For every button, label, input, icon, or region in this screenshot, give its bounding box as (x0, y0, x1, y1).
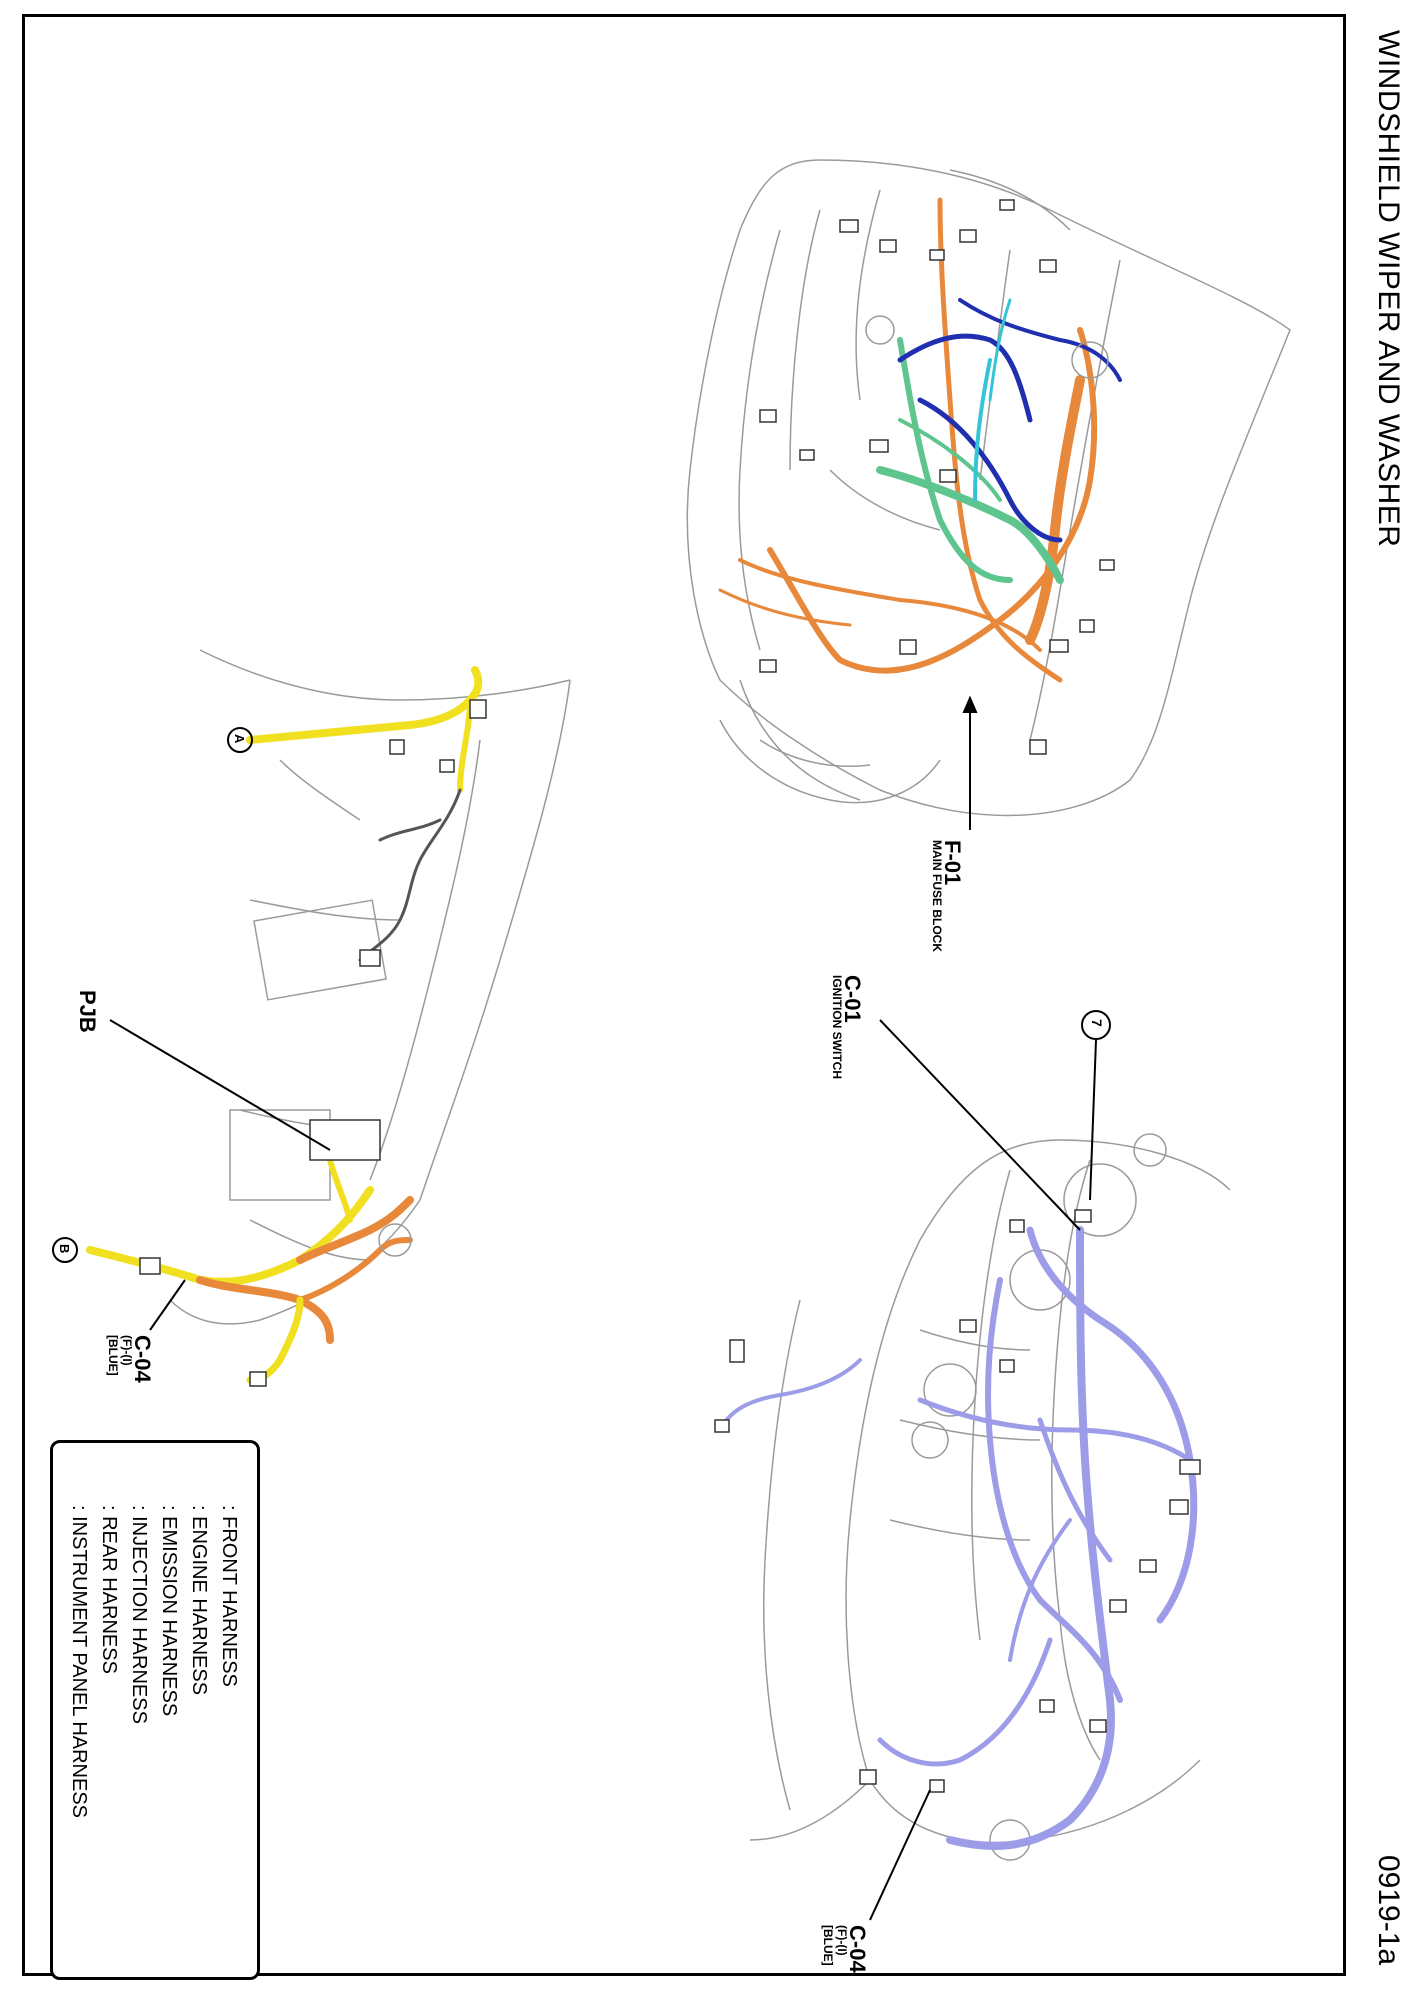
rear-leaders (52, 727, 331, 1331)
ref-a-label: A (232, 734, 247, 744)
c04-right-sub2: [BLUE] (821, 1925, 835, 1966)
engine-compartment-view (686, 159, 1291, 817)
ip-connectors (714, 1209, 1201, 1793)
legend-label-4: : REAR HARNESS (98, 1505, 120, 1674)
page-id: 0919-1a (1372, 1855, 1405, 1966)
ref-circle-a (227, 727, 253, 753)
engine-connectors (759, 199, 1115, 755)
legend-label-1: : ENGINE HARNESS (188, 1505, 210, 1696)
ref-7-label: 7 (1089, 1019, 1105, 1027)
ref-b-label: B (57, 1244, 72, 1254)
page-title: WINDSHIELD WIPER AND WASHER (1372, 30, 1405, 548)
c04-left-sub2: [BLUE] (106, 1335, 120, 1376)
legend-label-0: : FRONT HARNESS (218, 1505, 240, 1687)
legend (50, 1440, 260, 1980)
instrument-panel-view (749, 1133, 1231, 1861)
instrument-panel-harness (718, 1226, 1198, 1850)
legend-label-5: : INSTRUMENT PANEL HARNESS (68, 1505, 90, 1819)
engine-harness-wires (718, 197, 1122, 683)
c04-right-sub1: (F)-(I) (835, 1925, 849, 1956)
c01-desc: IGNITION SWITCH (830, 975, 844, 1079)
rear-connectors (139, 699, 487, 1387)
c04-left-sub1: (F)-(I) (120, 1335, 134, 1366)
f01-leader (962, 695, 978, 830)
ref-circle-b (52, 1237, 78, 1263)
rear-compartment-view (169, 649, 571, 1325)
legend-label-3: : INJECTION HARNESS (128, 1505, 150, 1724)
pjb-label: PJB (75, 990, 100, 1033)
ip-leaders (869, 1010, 1111, 1921)
legend-label-2: : EMISSION HARNESS (158, 1505, 180, 1717)
ref-circle-7 (1081, 1010, 1111, 1040)
diagram-frame (22, 14, 1346, 1976)
f01-desc: MAIN FUSE BLOCK (930, 840, 944, 952)
